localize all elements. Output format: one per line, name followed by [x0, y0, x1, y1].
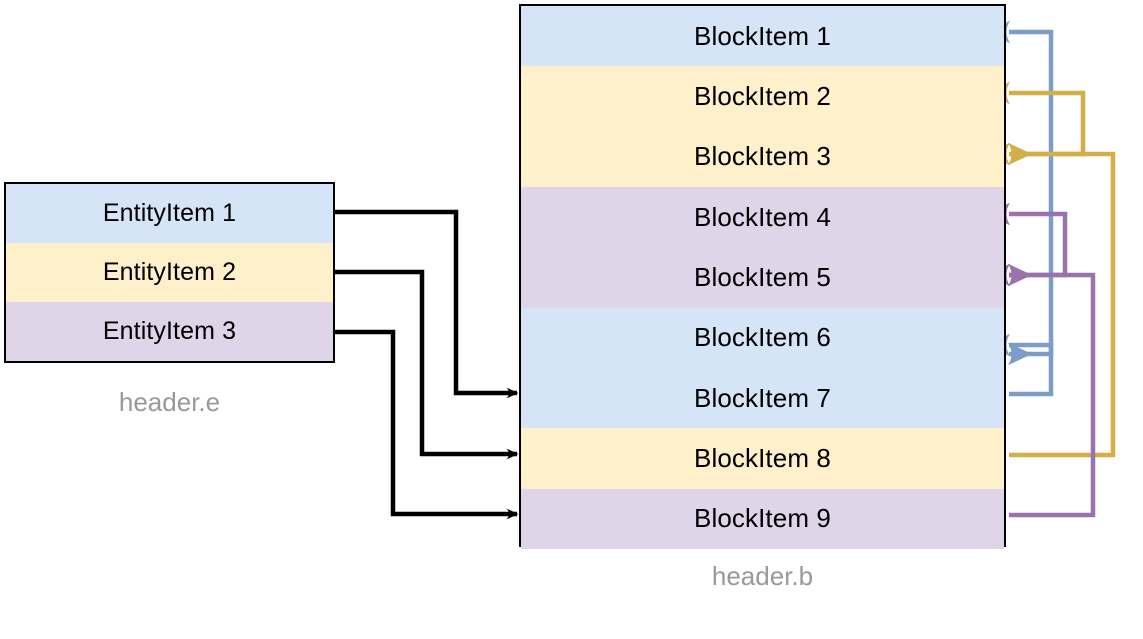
block-row[interactable]: BlockItem 9: [521, 488, 1004, 549]
connector-gold-block3-to-block8: [986, 142, 1116, 458]
block-row-label: BlockItem 9: [694, 503, 831, 534]
block-row[interactable]: BlockItem 5: [521, 247, 1004, 308]
block-row[interactable]: BlockItem 2: [521, 66, 1004, 127]
entity-box[interactable]: EntityItem 1 EntityItem 2 EntityItem 3: [4, 182, 335, 363]
entity-row[interactable]: EntityItem 2: [6, 243, 333, 302]
connector-purple-block5-to-block9: [986, 263, 1096, 518]
entity-row-label: EntityItem 2: [102, 258, 237, 286]
block-row-label: BlockItem 5: [694, 261, 831, 292]
block-row-label: BlockItem 1: [694, 20, 831, 51]
connector-loop-block4-block5: [986, 202, 1068, 287]
connector-entity3-to-block9: [335, 329, 519, 520]
entity-row[interactable]: EntityItem 3: [6, 302, 333, 361]
entity-row-label: EntityItem 1: [102, 199, 237, 227]
block-row-label: BlockItem 7: [694, 382, 831, 413]
connector-loop-block1-block6: [986, 20, 1054, 366]
connector-loop-block6-return: [986, 333, 1054, 397]
block-row-label: BlockItem 4: [694, 201, 831, 232]
entity-row-label: EntityItem 3: [102, 317, 237, 345]
block-row-label: BlockItem 3: [694, 141, 831, 172]
block-box[interactable]: BlockItem 1 BlockItem 2 BlockItem 3 Bloc…: [519, 4, 1006, 549]
block-row[interactable]: BlockItem 1: [521, 6, 1004, 67]
connector-entity2-to-block8: [335, 269, 519, 460]
connector-loop-block2-block3: [986, 81, 1086, 166]
block-row-label: BlockItem 6: [694, 322, 831, 353]
block-row[interactable]: BlockItem 6: [521, 307, 1004, 368]
block-box-caption: header.b: [711, 561, 814, 591]
block-row-label: BlockItem 2: [694, 80, 831, 111]
block-row[interactable]: BlockItem 4: [521, 186, 1004, 248]
block-row-label: BlockItem 8: [694, 442, 831, 473]
connector-entity1-to-block7: [335, 209, 519, 399]
entity-row[interactable]: EntityItem 1: [6, 184, 333, 243]
block-row[interactable]: BlockItem 3: [521, 126, 1004, 187]
entity-box-caption: header.e: [118, 387, 221, 417]
block-row[interactable]: BlockItem 8: [521, 428, 1004, 489]
block-row[interactable]: BlockItem 7: [521, 367, 1004, 429]
